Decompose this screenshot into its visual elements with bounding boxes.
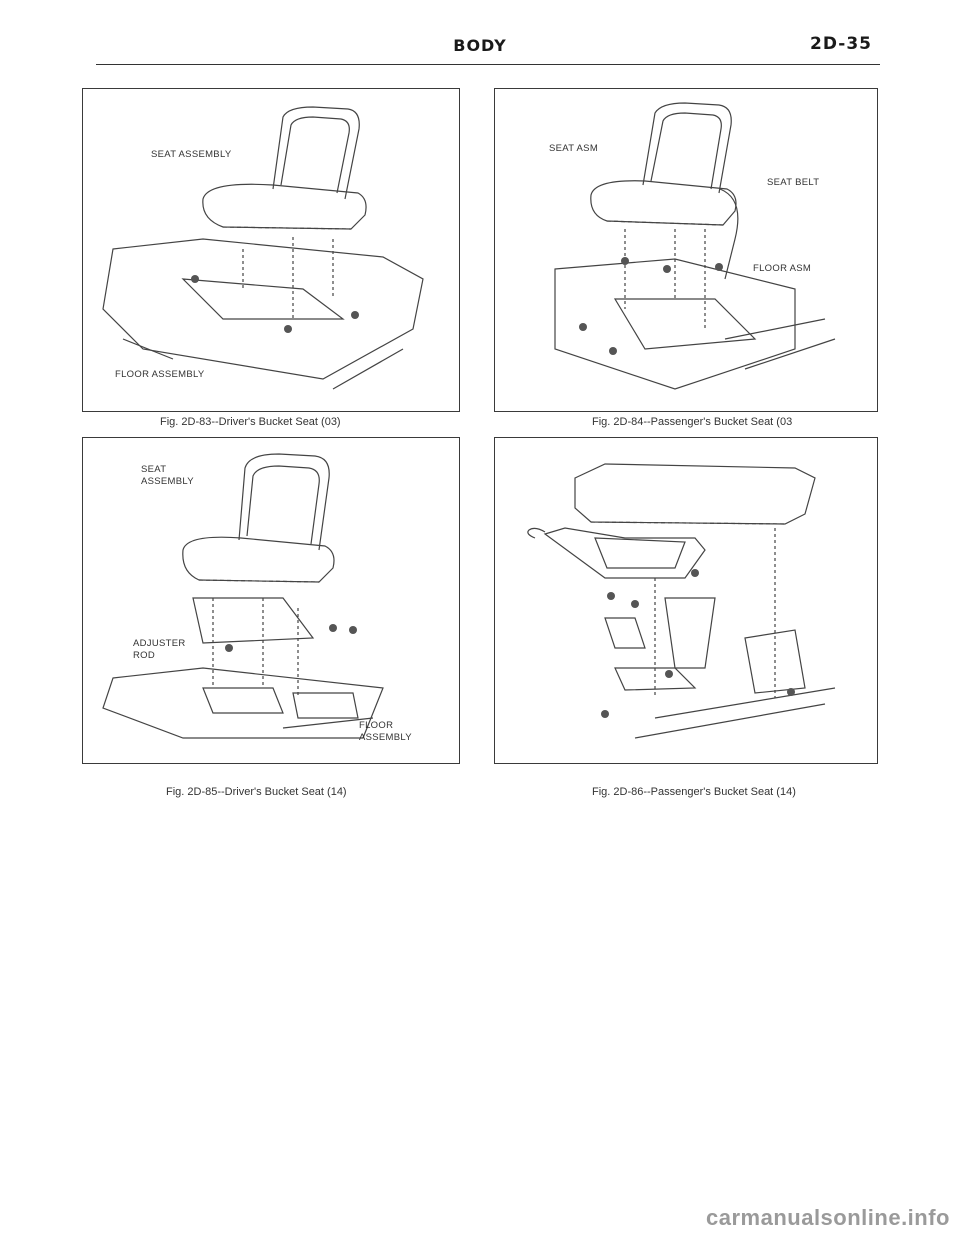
section-title: BODY [453,36,507,55]
label-floor-asm: FLOOR ASM [753,263,812,274]
seat-illustration [102,106,424,390]
label-seat-assembly: SEAT ASSEMBLY [151,149,232,160]
watermark: carmanualsonline.info [706,1205,950,1230]
label-adjuster: ADJUSTER [133,638,186,649]
label-seat-asm: SEAT ASM [549,143,599,154]
label-seat-belt: SEAT BELT [767,177,820,188]
figure-caption-2d-83: Fig. 2D-83--Driver's Bucket Seat (03) [160,416,341,428]
figure-caption-2d-84: Fig. 2D-84--Passenger's Bucket Seat (03 [592,416,793,428]
seat-illustration [527,463,836,739]
figure-driver-seat-14: SEAT ASSEMBLY ADJUSTER ROD FLOOR ASSEMBL… [82,437,460,764]
label-rod: ROD [133,650,156,661]
seat-illustration [102,453,384,739]
figure-caption-2d-85: Fig. 2D-85--Driver's Bucket Seat (14) [166,786,347,798]
header-rule [96,64,880,65]
figure-driver-seat-03: SEAT ASSEMBLY FLOOR ASSEMBLY [82,88,460,412]
seat-illustration [554,102,836,390]
figure-passenger-seat-14 [494,437,878,764]
figure-passenger-seat-03: SEAT ASM SEAT BELT FLOOR ASM [494,88,878,412]
label-floor: FLOOR [359,720,394,731]
figure-caption-2d-86: Fig. 2D-86--Passenger's Bucket Seat (14) [592,786,796,798]
page-number: 2D-35 [810,34,872,54]
label-floor-assembly: ASSEMBLY [359,732,412,743]
label-seat: SEAT [141,464,167,475]
label-floor-assembly: FLOOR ASSEMBLY [115,369,205,380]
label-seat-assembly: ASSEMBLY [141,476,194,487]
